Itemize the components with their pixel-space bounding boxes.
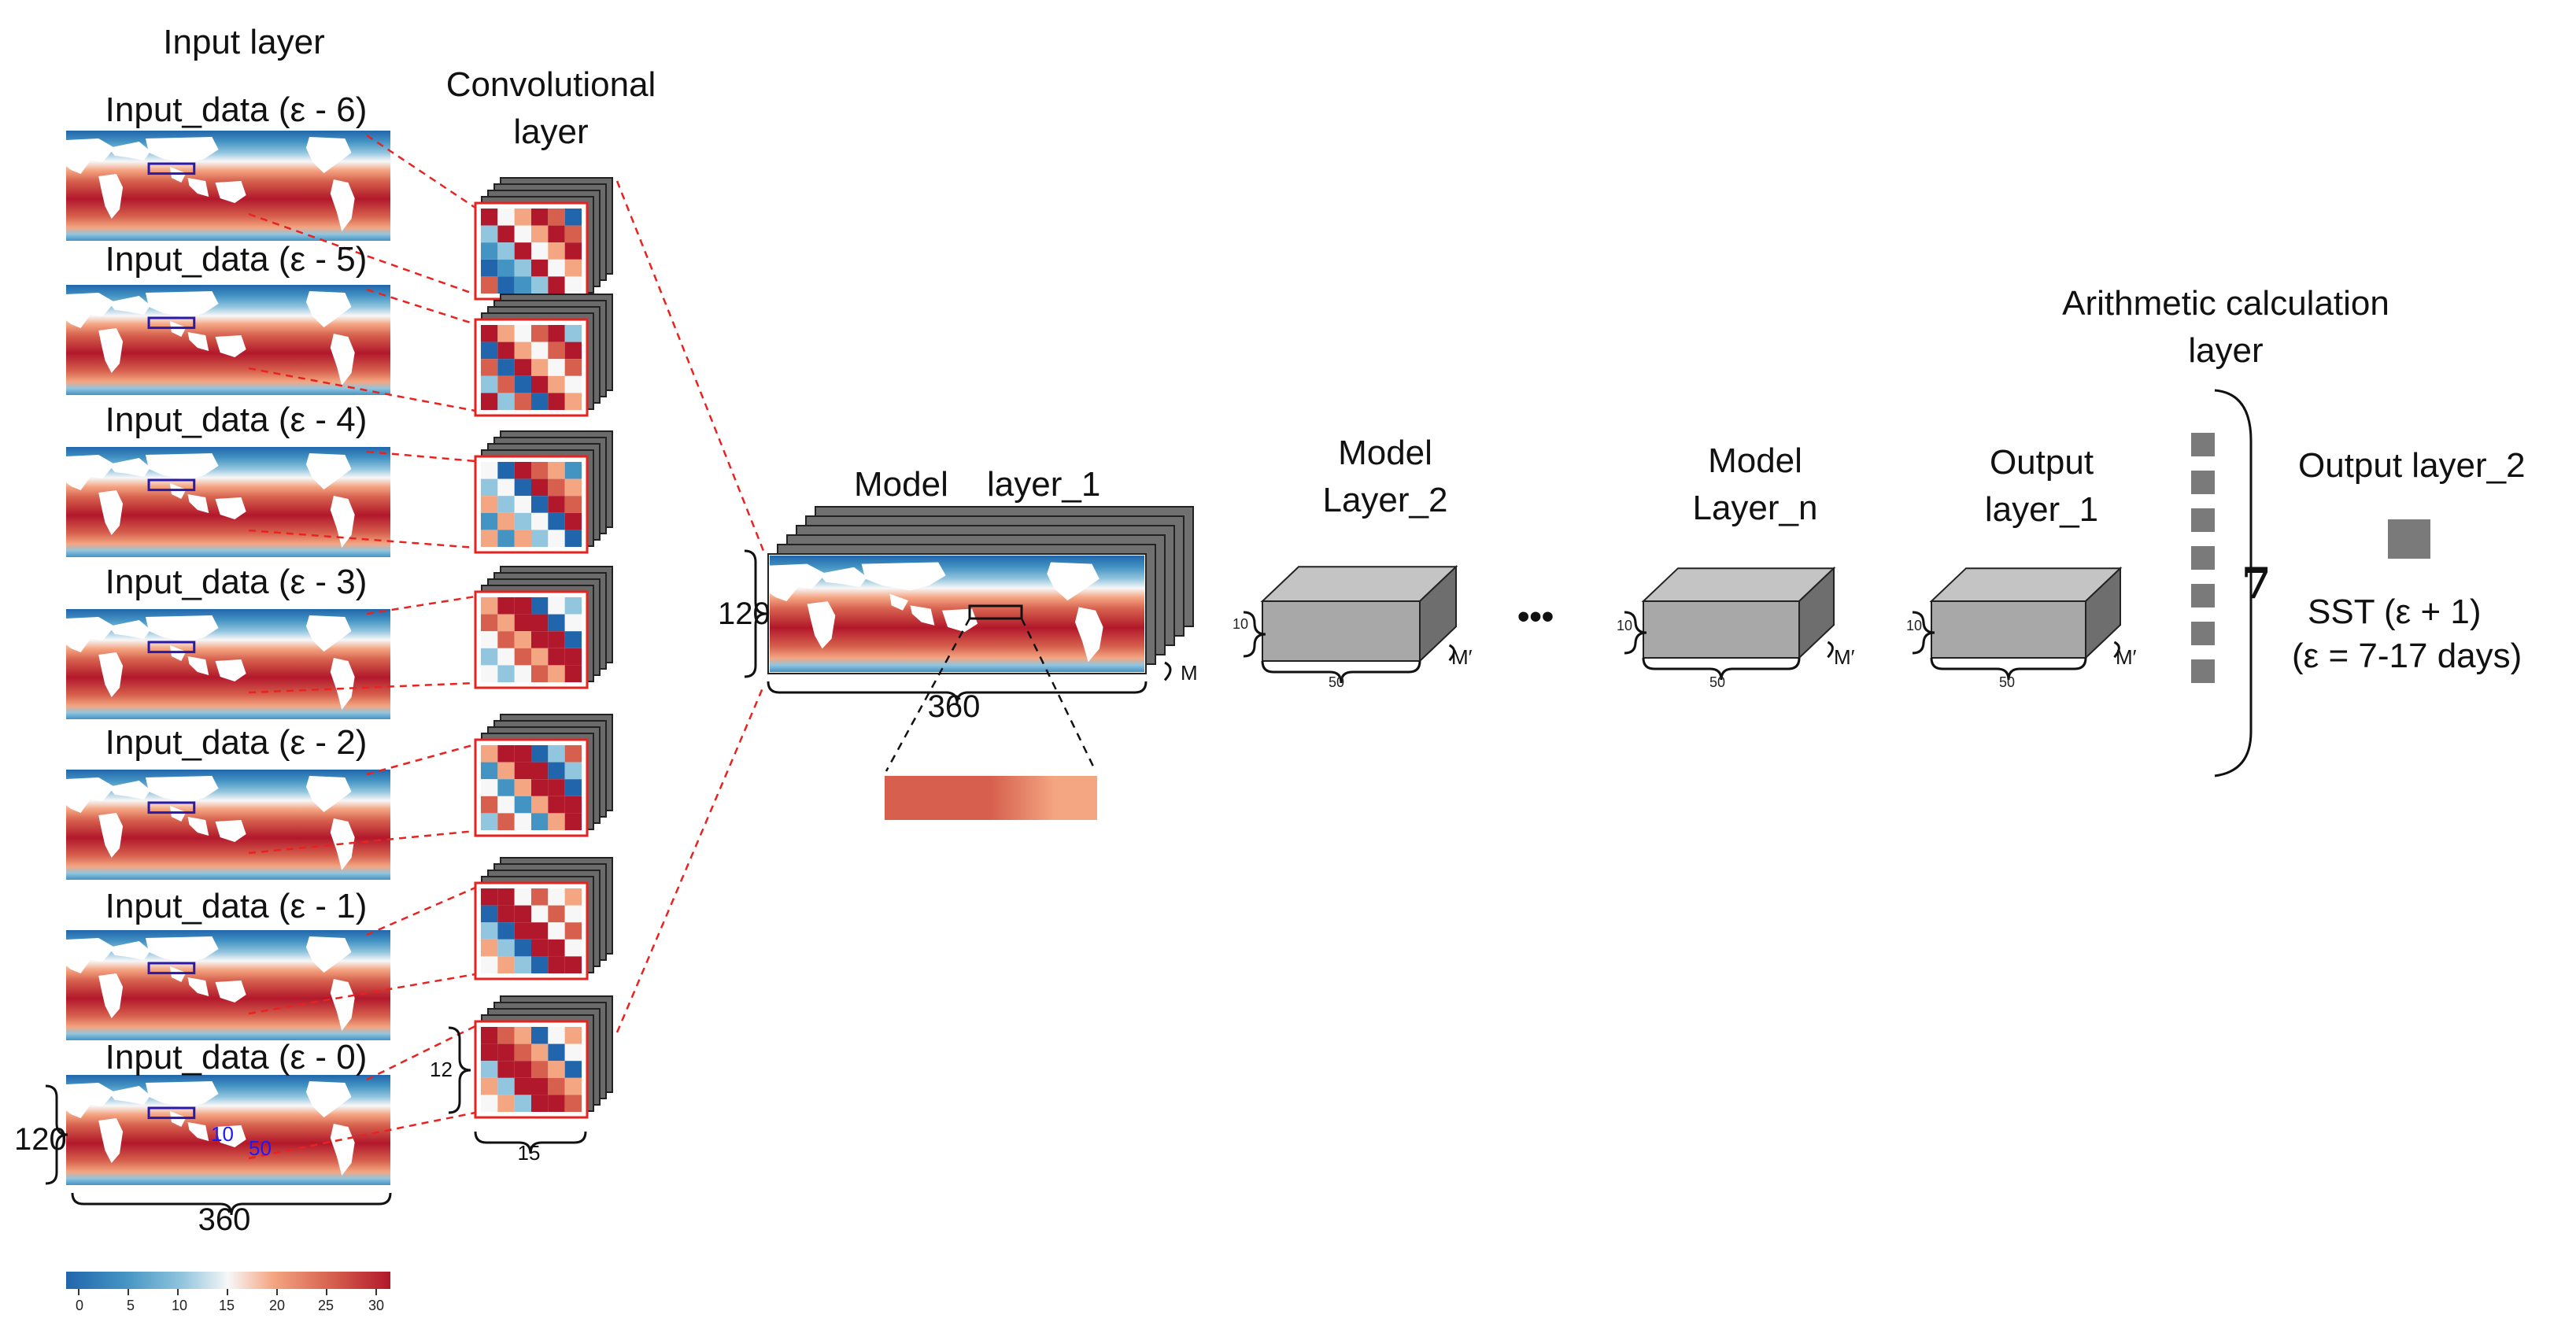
output-layer2-label: Output layer_2 — [2298, 446, 2526, 485]
ellipsis: ••• — [1517, 597, 1554, 636]
colorbar-tick-25: 25 — [317, 1298, 334, 1313]
conv-layer-title-line2: layer — [513, 113, 589, 151]
input-width-label: 360 — [198, 1202, 251, 1237]
model-layern-label-line1: Model — [1708, 441, 1802, 480]
sst-label-line2: (ε = 7-17 days) — [2292, 637, 2522, 675]
out1-height-label: 10 — [1906, 618, 1923, 633]
arith-layer-label-line1: Arithmetic calculation — [2062, 284, 2389, 323]
input-label-0: Input_data (ε - 0) — [105, 1038, 368, 1076]
model-layer1-label-b: layer_1 — [987, 465, 1101, 504]
input-height-label: 120 — [14, 1122, 67, 1157]
conv-width-label: 15 — [517, 1141, 541, 1165]
layern-depth-label: M′ — [1834, 645, 1855, 669]
layern-height-label: 10 — [1617, 618, 1633, 633]
input-layer-title: Input layer — [163, 23, 325, 61]
sst-label-line1: SST (ε + 1) — [2308, 593, 2482, 631]
layer2-depth-label: M′ — [1451, 645, 1473, 669]
conv-height-label: 12 — [430, 1058, 453, 1081]
model-height-label: 120 — [718, 596, 771, 631]
out1-width-label: 50 — [1998, 674, 2016, 690]
conv-layer-title-line1: Convolutional — [445, 65, 656, 104]
layer2-width-label: 50 — [1328, 674, 1345, 690]
window-height-label: 10 — [211, 1122, 234, 1146]
input-label-3: Input_data (ε - 3) — [105, 563, 368, 601]
model-layern-label-line2: Layer_n — [1692, 489, 1818, 527]
input-label-4: Input_data (ε - 4) — [105, 401, 368, 439]
colorbar-tick-20: 20 — [268, 1298, 286, 1313]
colorbar-tick-0: 0 — [75, 1298, 84, 1313]
model-depth-label: M — [1181, 661, 1198, 685]
input-label-6: Input_data (ε - 6) — [105, 90, 368, 129]
out1-depth-label: M′ — [2116, 645, 2137, 669]
window-width-label: 50 — [249, 1136, 272, 1160]
model-layer2-label-line1: Model — [1338, 434, 1432, 472]
layer2-height-label: 10 — [1233, 616, 1249, 632]
arith-count-label: 7 — [2242, 558, 2271, 608]
model-layer1-label-a: Model — [854, 465, 948, 504]
input-label-2: Input_data (ε - 2) — [105, 723, 368, 762]
colorbar-tick-10: 10 — [171, 1298, 188, 1313]
layern-width-label: 50 — [1709, 674, 1726, 690]
model-width-label: 360 — [927, 689, 981, 724]
output-layer1-label-line1: Output — [1989, 443, 2094, 482]
input-label-1: Input_data (ε - 1) — [105, 887, 368, 925]
colorbar-tick-5: 5 — [126, 1298, 135, 1313]
colorbar-tick-15: 15 — [218, 1298, 235, 1313]
model-layer2-label-line2: Layer_2 — [1322, 481, 1448, 519]
arith-layer-label-line2: layer — [2188, 331, 2264, 370]
input-label-5: Input_data (ε - 5) — [105, 240, 368, 279]
colorbar-tick-30: 30 — [368, 1298, 385, 1313]
output-layer1-label-line2: layer_1 — [1984, 490, 2099, 529]
